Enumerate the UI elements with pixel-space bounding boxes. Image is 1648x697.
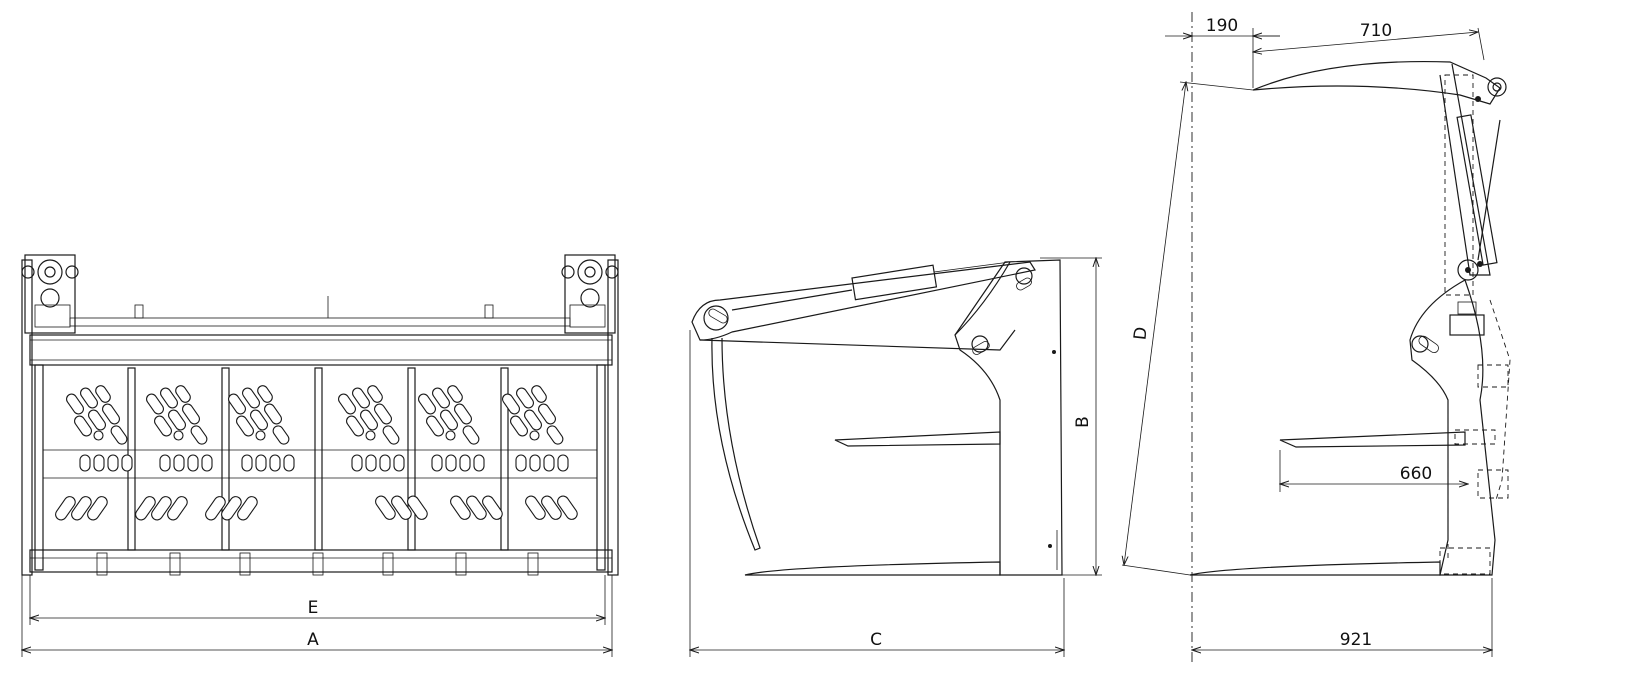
lower-slots: [55, 495, 578, 521]
dimension-label-921: 921: [1340, 630, 1372, 650]
slot-pattern: [66, 385, 133, 472]
side-view-closed: B C: [690, 258, 1102, 657]
dimension-c: [690, 330, 1064, 657]
front-view: E A: [21, 254, 619, 657]
dimension-label-d: D: [1130, 326, 1151, 341]
dimension-label-710: 710: [1360, 21, 1392, 41]
dimension-label-a: A: [307, 630, 319, 650]
dimension-921: [1192, 578, 1492, 657]
dimension-660: [1280, 450, 1468, 492]
dimension-e: [30, 575, 605, 625]
dimension-label-c: C: [870, 630, 882, 650]
front-tines: [96, 552, 539, 576]
side-view-open: 190 710 D 660 921: [1122, 12, 1511, 665]
left-hinge-bracket: [21, 254, 79, 334]
dimension-a: [22, 575, 612, 657]
dimension-label-e: E: [308, 598, 319, 618]
dimension-d: [1122, 82, 1254, 576]
dimension-label-b: B: [1073, 416, 1093, 428]
right-hinge-bracket: [561, 254, 619, 334]
dimension-b: [1040, 258, 1102, 575]
dimension-710: [1253, 27, 1485, 61]
dimension-label-190: 190: [1206, 16, 1238, 36]
dimension-label-660: 660: [1400, 464, 1432, 484]
dimension-190: [1165, 28, 1280, 88]
